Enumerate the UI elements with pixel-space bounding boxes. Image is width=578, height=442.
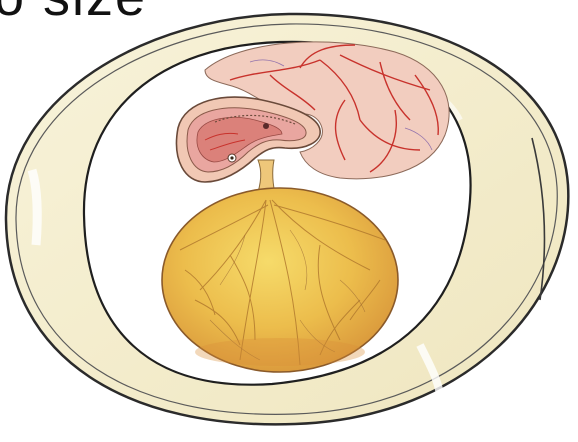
shell-highlight [32, 170, 37, 245]
heading-fragment: o size [0, 0, 147, 24]
embryo-heart [263, 123, 269, 129]
embryo-eye-pupil [230, 156, 233, 159]
yolk-lower-band [195, 338, 365, 366]
yolk-sac [162, 188, 398, 372]
